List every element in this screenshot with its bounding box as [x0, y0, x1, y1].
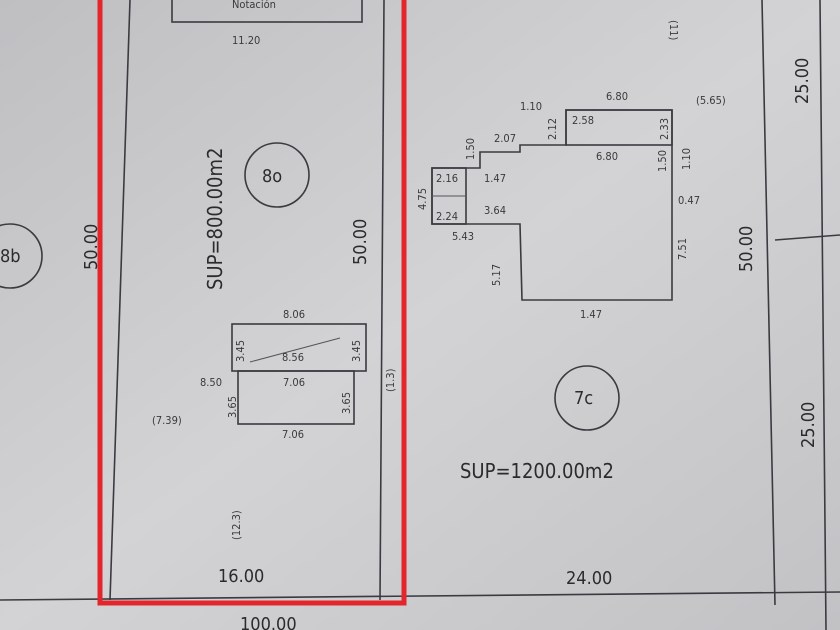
lot-left-depth: 50.00: [81, 224, 102, 270]
b7-d14: 2.16: [436, 172, 458, 185]
b8-left-outer: (7.39): [152, 414, 182, 427]
b7-d12: 0.47: [678, 194, 700, 207]
lot-7c-area: SUP=1200.00m2: [460, 459, 614, 483]
lot-8o-id: 8o: [262, 166, 282, 187]
lot-8o-width: 16.00: [218, 566, 264, 587]
b7-d6: 2.12: [546, 118, 559, 140]
b7-d1: 1.10: [520, 100, 542, 113]
b8-mid: 7.06: [283, 376, 305, 389]
b7-d20: 1.47: [580, 308, 602, 321]
top-fragment-dim-right: (11): [667, 20, 680, 40]
right-dim-top: 25.00: [792, 58, 813, 104]
b8-left-top: 3.45: [234, 340, 247, 362]
lot-7c-id: 7c: [574, 388, 593, 409]
b7-d16: 2.24: [436, 210, 458, 223]
b7-d13: 4.75: [416, 188, 429, 210]
b8-inner: 8.56: [282, 351, 304, 364]
lot-8o: 8o SUP=800.00m2 50.00 16.00 (12.3) 8.06 …: [152, 142, 397, 587]
lot-8o-depth: 50.00: [350, 219, 371, 265]
lot-8o-area: SUP=800.00m2: [203, 148, 227, 290]
b7-d10: 1.50: [656, 150, 669, 172]
b7-d15: 3.64: [484, 204, 506, 217]
b8-right-low: 3.65: [340, 392, 353, 414]
b8-right-top: 3.45: [350, 340, 363, 362]
b7-d21: 1.47: [484, 172, 506, 185]
top-fragment: Notación 11.20 (11): [171, 0, 680, 47]
right-dim-bottom: 25.00: [798, 402, 819, 448]
b8-bottom: 7.06: [282, 428, 304, 441]
b8-left-low: 3.65: [226, 396, 239, 418]
lot-7c-width: 24.00: [566, 568, 612, 589]
b8-mid-left: 8.50: [200, 376, 222, 389]
lot-8o-building: 8.06 3.45 3.45 8.56 8.50 7.06 3.65 3.65 …: [152, 308, 397, 441]
right-edge: 25.00 25.00: [792, 58, 819, 448]
lot-8o-circle: [244, 142, 310, 208]
top-fragment-dim: 11.20: [232, 34, 260, 47]
b7-d8: 6.80: [596, 150, 618, 163]
b7-d18: 7.51: [676, 238, 689, 260]
b8-top: 8.06: [283, 308, 305, 321]
b7-d9: 2.33: [658, 118, 671, 140]
b8-right-side: (1.3): [384, 368, 397, 392]
top-fragment-label: Notación: [232, 0, 276, 11]
lot-left-id: 8b: [0, 246, 21, 267]
lot-7c-circle: [554, 365, 620, 431]
b7-d7: 2.58: [572, 114, 594, 127]
b7-d4: 1.50: [464, 138, 477, 160]
b7-d17: 5.43: [452, 230, 474, 243]
b7-d5: 2.07: [494, 132, 516, 145]
lot-8o-highlight: [97, 0, 407, 606]
lot-left: 8b 50.00: [0, 223, 102, 289]
lot-7c: 7c SUP=1200.00m2 50.00 24.00 1.10 6.80 (…: [416, 90, 757, 589]
b7-d2: 6.80: [606, 90, 628, 103]
b7-d3: (5.65): [696, 94, 726, 107]
lot-8o-dim-vertical: (12.3): [230, 510, 243, 540]
bottom-total: 100.00: [240, 614, 297, 630]
b7-d19: 5.17: [490, 264, 503, 286]
b7-d11: 1.10: [680, 148, 693, 170]
lot-7c-building: 1.10 6.80 (5.65) 1.50 2.07 2.12 2.58 6.8…: [416, 90, 726, 321]
lot-7c-depth: 50.00: [736, 226, 757, 272]
